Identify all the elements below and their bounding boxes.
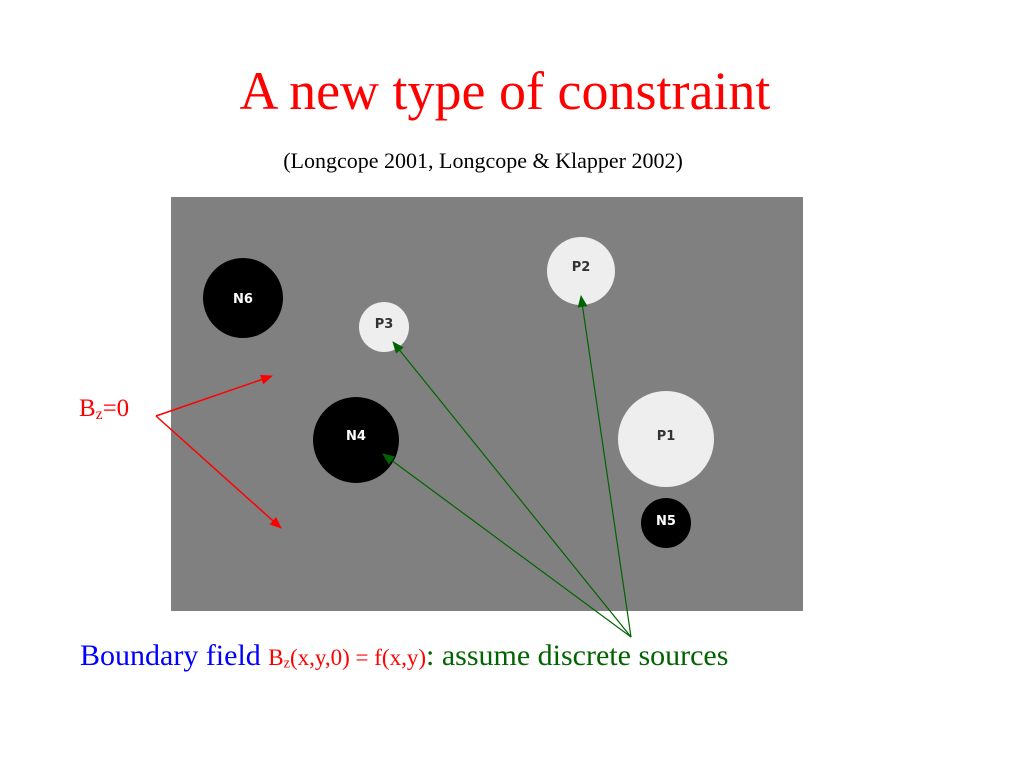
source-N5-label: N5 — [656, 514, 676, 529]
source-P2-label: P2 — [572, 260, 591, 275]
source-N4-disk — [313, 397, 399, 483]
source-N6-disk — [203, 258, 283, 338]
source-P1: P1 — [618, 391, 714, 487]
formula-suffix: (x,y,0) = f(x,y) — [289, 645, 426, 670]
source-N6: N6 — [203, 258, 283, 338]
bz-arrow-upper — [155, 374, 273, 417]
boundary-formula: Bz(x,y,0) = f(x,y) — [268, 645, 426, 672]
bz-label-prefix: B — [79, 395, 96, 422]
slide-title: A new type of constraint — [239, 61, 771, 121]
bz-arrow-lower — [155, 415, 282, 529]
slide-subtitle-citation: (Longcope 2001, Longcope & Klapper 2002) — [283, 148, 683, 173]
bz-equals-zero-label: Bz=0 — [79, 393, 129, 425]
source-N5: N5 — [641, 498, 691, 548]
source-N4: N4 — [313, 397, 399, 483]
source-N6-label: N6 — [233, 292, 253, 307]
magnetogram-panel — [171, 197, 803, 611]
caption-colon: : — [426, 639, 435, 672]
source-arrow-to-N4 — [382, 453, 632, 638]
source-P3-label: P3 — [375, 317, 394, 332]
source-P1-disk — [618, 391, 714, 487]
formula-prefix: B — [268, 645, 284, 670]
boundary-field-text: Boundary field — [80, 639, 269, 672]
bz-label-subscript: z — [95, 405, 103, 423]
source-arrow-to-P3 — [392, 341, 632, 638]
source-P3-disk — [359, 302, 409, 352]
source-N4-label: N4 — [346, 429, 366, 444]
source-P2-disk — [547, 237, 615, 305]
source-P3: P3 — [359, 302, 409, 352]
source-P2: P2 — [547, 237, 615, 305]
bz-label-suffix: =0 — [102, 395, 130, 422]
source-P1-label: P1 — [657, 429, 676, 444]
source-arrow-to-P2 — [577, 295, 632, 638]
source-N5-disk — [641, 498, 691, 548]
formula-subscript: z — [283, 655, 290, 672]
boundary-field-caption: Boundary field Bz(x,y,0) = f(x,y): assum… — [80, 636, 728, 678]
assume-discrete-sources-text: assume discrete sources — [434, 639, 729, 672]
